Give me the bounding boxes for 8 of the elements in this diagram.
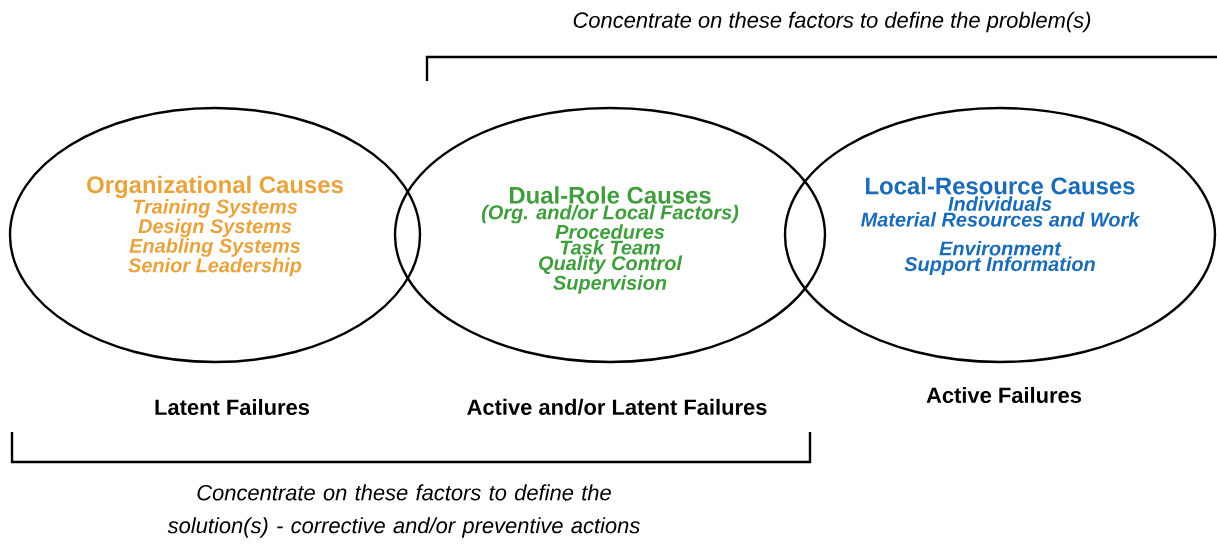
note-text: Concentrate on these factors to define the solution(s) - corrective and/or preventive actions <box>167 484 640 538</box>
caption-text: Latent Failures <box>155 398 310 416</box>
caption-text: Active Failures <box>926 386 1082 404</box>
ellipse-node: Organizational Causes Training Systems Design Systems Enabling Systems Senior Leadership <box>8 106 422 364</box>
ellipse-node: Dual-Role Causes (Org. and/or Local Factors) Procedures Task Team Quality Control Supervision <box>393 106 827 364</box>
ellipse-node: Local-Resource Causes Individuals Material Resources and Work Environment Support Information <box>783 106 1217 364</box>
caption-text: Active and/or Latent Failures <box>467 398 767 416</box>
note-text: Concentrate on these factors to define the problem(s) <box>573 11 1091 33</box>
